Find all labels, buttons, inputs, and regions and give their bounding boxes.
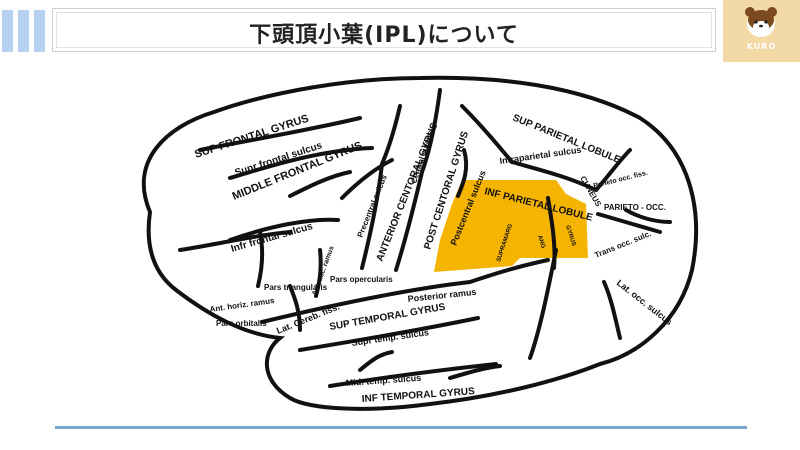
label-ang: ANG: [536, 235, 546, 250]
label-trans-occ-sulc: Trans occ. sulc.: [593, 229, 652, 260]
logo-text: KURO: [746, 42, 777, 51]
label-pars-triangularis: Pars triangularis: [264, 283, 328, 292]
label-supr-temp-sulcus: Supr temp. sulcus: [351, 327, 430, 348]
title-box: 下頭頂小葉(IPL)について: [52, 8, 716, 52]
label-pars-orbitalis: Pars orbitalis: [216, 319, 267, 328]
label-lat-occ-sulcus: Lat. occ. sulcus: [615, 278, 674, 327]
sulci-lines: [178, 88, 672, 388]
page-title: 下頭頂小葉(IPL)について: [249, 23, 519, 48]
bottom-divider: [55, 426, 747, 429]
label-pars-opercularis: Pars opercularis: [330, 275, 393, 284]
label-mid-temp-sulcus: Mid. temp. sulcus: [345, 373, 421, 388]
kuro-logo: KURO: [723, 0, 800, 62]
bear-mascot-icon: [745, 7, 777, 37]
brain-outline: [141, 75, 699, 411]
brain-lateral-diagram: SUP FRONTAL GYRUS Supr frontal sulcus MI…: [141, 75, 699, 411]
label-intraparietal-sulcus: Intraparietal sulcus: [499, 145, 582, 166]
header-stripes-decoration: [0, 10, 48, 52]
label-parieto-occ: PARIETO - OCC.: [604, 203, 666, 212]
label-parieto-occ-fiss: Parieto occ. fiss.: [593, 170, 649, 190]
label-ant-horiz-ramus: Ant. horiz. ramus: [209, 296, 276, 314]
